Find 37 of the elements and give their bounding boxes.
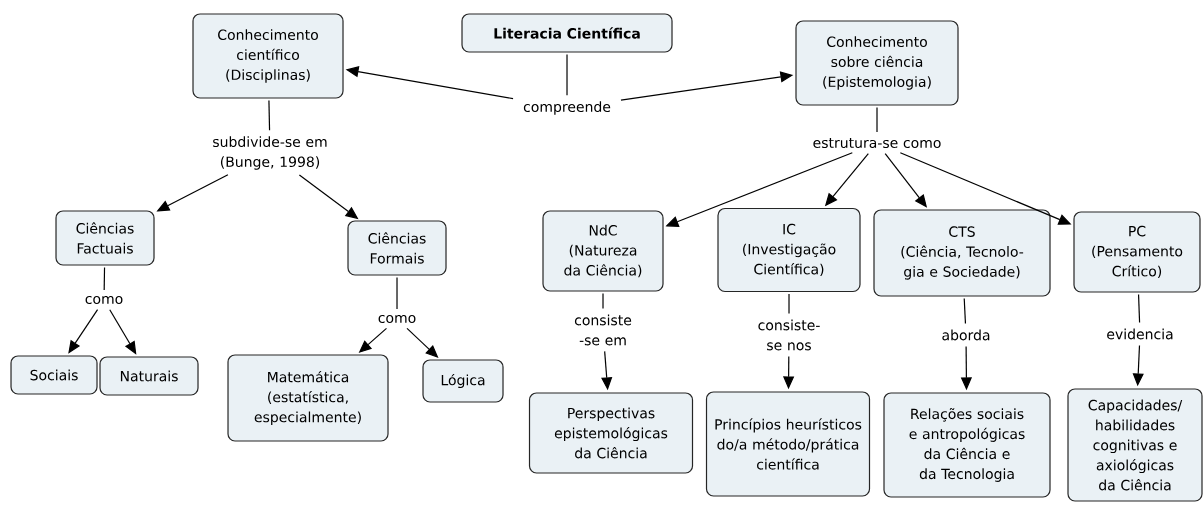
connector xyxy=(963,297,967,325)
linking-phrase: como xyxy=(85,295,123,304)
linking-phrase: consiste-se nos xyxy=(758,319,820,351)
connector xyxy=(1137,294,1141,324)
concept-box: Literacia Científica xyxy=(461,13,673,53)
linking-phrase: consiste -se em xyxy=(574,314,632,346)
connector xyxy=(602,293,604,310)
concept-box: Sociais xyxy=(10,355,98,395)
connector xyxy=(396,277,398,310)
connector xyxy=(68,309,99,354)
concept-box: IC (Investigação Científica) xyxy=(717,207,861,293)
linking-phrase: estrutura-se como xyxy=(813,137,941,148)
concept-box: Ciências Factuais xyxy=(55,210,155,266)
connector xyxy=(406,327,439,358)
concept-box: Naturais xyxy=(99,356,199,396)
connector xyxy=(876,107,878,133)
concept-box: Conhecimento científico (Disciplinas) xyxy=(192,13,344,99)
linking-phrase: subdivide-se em (Bunge, 1998) xyxy=(213,136,327,170)
linking-phrase: como xyxy=(378,314,416,323)
concept-box: Lógica xyxy=(422,359,504,403)
connector xyxy=(268,100,271,131)
concept-box: PC (Pensamento Crítico) xyxy=(1073,211,1201,293)
connector xyxy=(566,54,568,96)
concept-box: Conhecimento sobre ciência (Epistemologia) xyxy=(795,20,959,106)
linking-phrase: evidencia xyxy=(1107,328,1173,340)
concept-box: Princípios heurísticos do/a método/prática científica xyxy=(705,391,871,497)
concept-box: CTS (Ciência, Tecnolo-gia e Sociedade) xyxy=(873,209,1051,297)
connector xyxy=(788,293,790,315)
concept-box: Relações sociais e antropológicas da Ciência e da Tecnologia xyxy=(883,392,1051,498)
linking-phrase: aborda xyxy=(942,329,990,341)
concept-box: Capacidades/ habilidades cognitivas e axiológicas da Ciência xyxy=(1067,388,1203,502)
linking-phrase: compreende xyxy=(523,101,611,115)
concept-box: Ciências Formais xyxy=(347,220,447,276)
concept-box: Matemática (estatística, especialmente) xyxy=(227,354,389,442)
concept-box: NdC (Natureza da Ciência) xyxy=(542,210,664,292)
connector xyxy=(103,267,106,291)
concept-box: Perspectivas epistemológicas da Ciência xyxy=(528,392,694,474)
